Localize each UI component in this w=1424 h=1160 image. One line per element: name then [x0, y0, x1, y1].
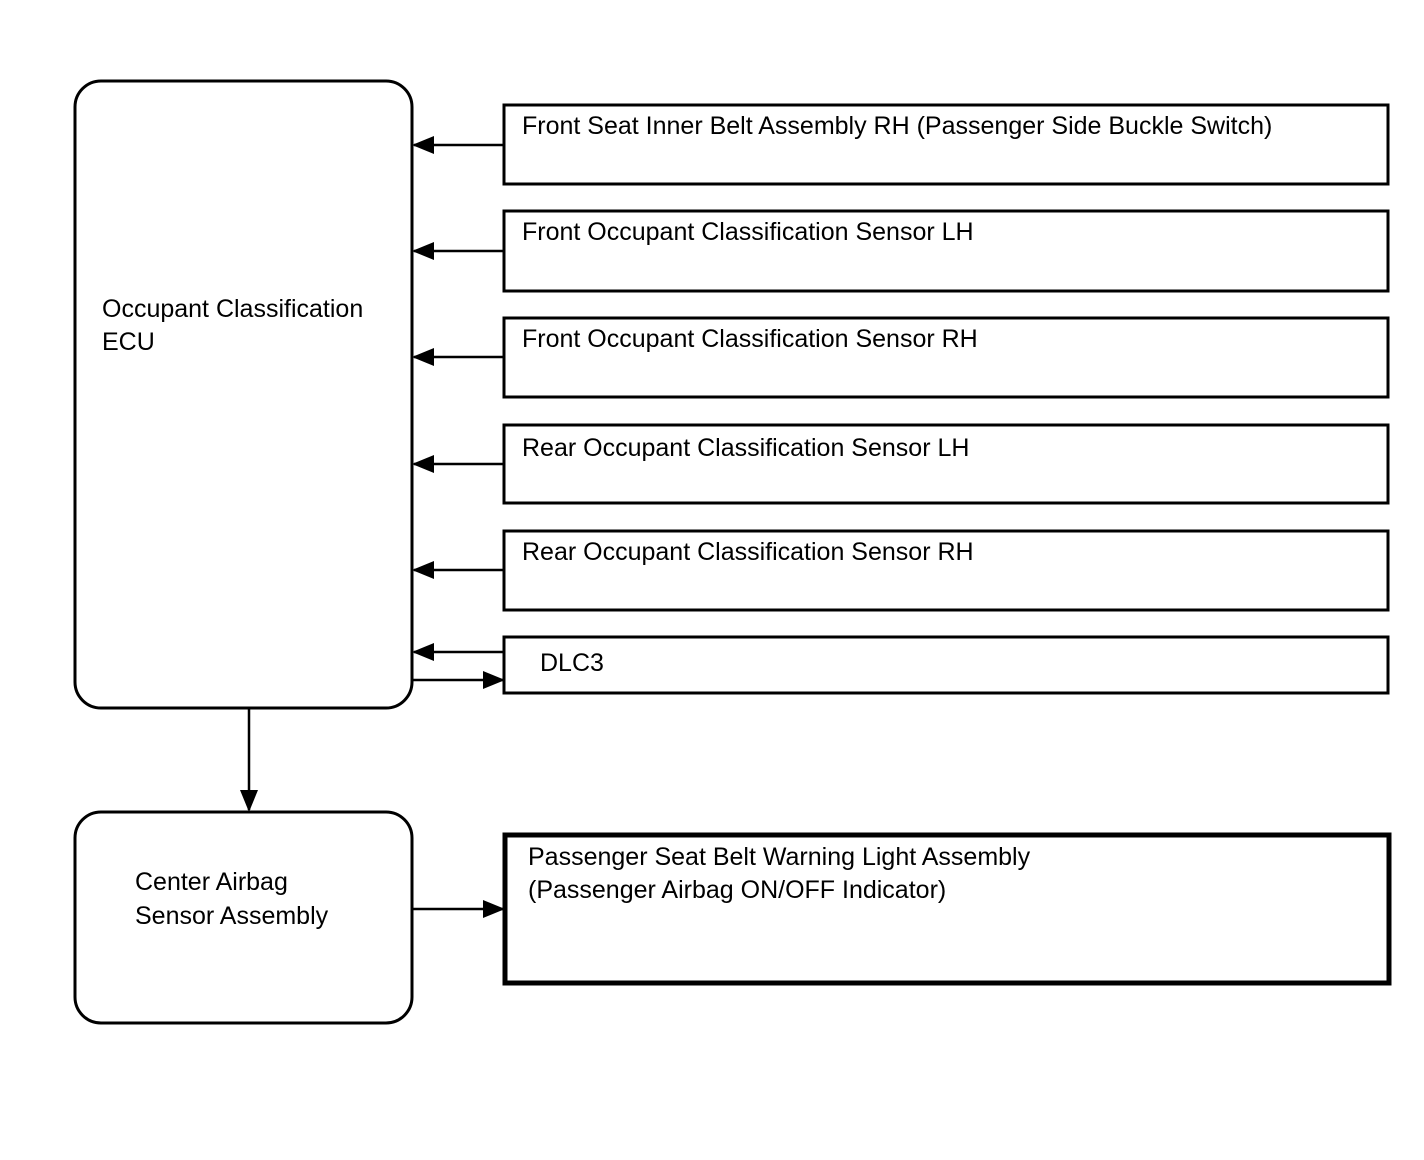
input-block-front-sensor-lh: Front Occupant Classification Sensor LH — [502, 209, 1390, 293]
ecu-label-line-1: Occupant Classification — [102, 295, 363, 323]
input-box — [502, 209, 1390, 293]
airbag-sensor-label-line-2: Sensor Assembly — [135, 902, 329, 930]
input-label: Front Occupant Classification Sensor LH — [522, 218, 974, 246]
input-label: Front Occupant Classification Sensor RH — [522, 325, 978, 353]
dlc3-block: DLC3 — [502, 635, 1390, 695]
input-label: Rear Occupant Classification Sensor LH — [522, 434, 969, 462]
input-box — [502, 316, 1390, 399]
dlc3-box — [502, 635, 1390, 695]
warning-light-block: Passenger Seat Belt Warning Light Assemb… — [502, 832, 1392, 986]
warning-light-label-line-2: (Passenger Airbag ON/OFF Indicator) — [528, 876, 946, 904]
input-block-rear-sensor-rh: Rear Occupant Classification Sensor RH — [502, 529, 1390, 612]
input-box — [502, 529, 1390, 612]
ecu-box — [73, 79, 414, 710]
input-block-rear-sensor-lh: Rear Occupant Classification Sensor LH — [502, 423, 1390, 505]
dlc3-label: DLC3 — [540, 649, 604, 677]
input-block-buckle-switch: Front Seat Inner Belt Assembly RH (Passe… — [502, 103, 1390, 186]
input-block-front-sensor-rh: Front Occupant Classification Sensor RH — [502, 316, 1390, 399]
ecu-label-line-2: ECU — [102, 328, 155, 356]
warning-light-box — [502, 832, 1392, 986]
input-box — [502, 423, 1390, 505]
warning-light-label-line-1: Passenger Seat Belt Warning Light Assemb… — [528, 843, 1031, 871]
airbag-sensor-block: Center Airbag Sensor Assembly — [73, 810, 414, 1025]
input-label: Rear Occupant Classification Sensor RH — [522, 538, 974, 566]
input-box — [502, 103, 1390, 186]
input-arrows — [412, 136, 505, 689]
input-label: Front Seat Inner Belt Assembly RH (Passe… — [522, 112, 1272, 140]
ecu-block: Occupant Classification ECU — [73, 79, 414, 710]
airbag-sensor-label-line-1: Center Airbag — [135, 868, 288, 896]
airbag-sensor-box — [73, 810, 414, 1025]
